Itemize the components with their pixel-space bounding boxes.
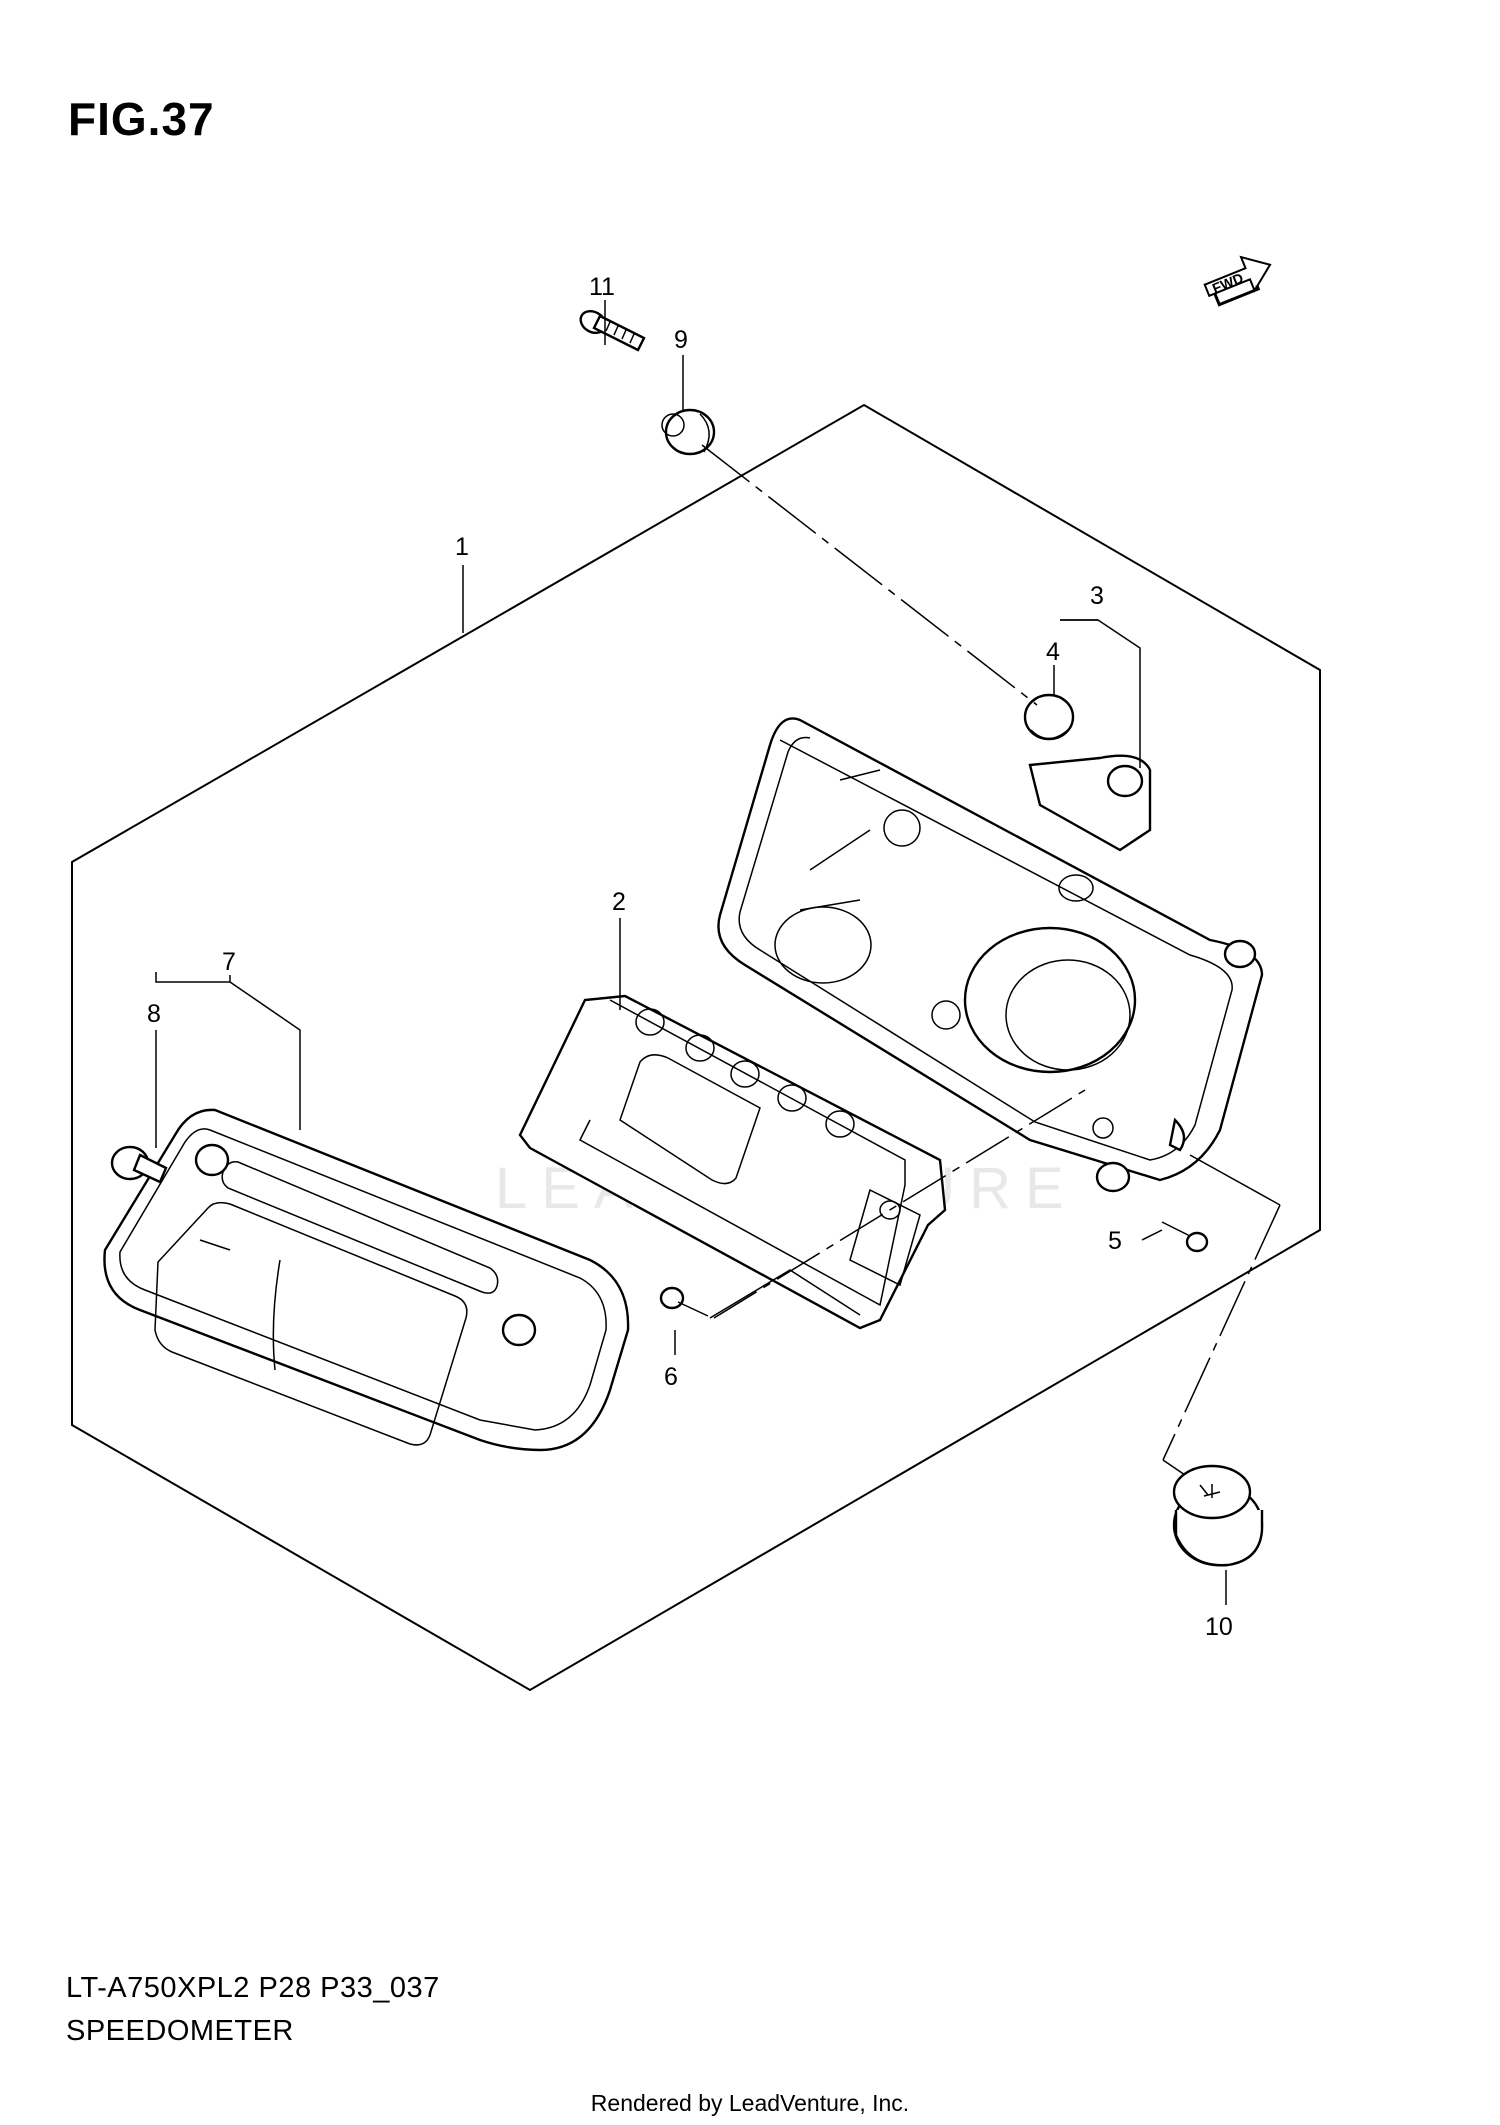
part-5-screw [1161,1221,1209,1253]
figure-name: SPEEDOMETER [66,2015,294,2047]
callout-11: 11 [589,273,615,301]
assembly-outline [71,403,1321,1692]
fwd-arrow-icon: FWD [1203,255,1272,307]
callout-6: 6 [664,1363,678,1391]
callout-7: 7 [222,948,236,976]
callout-numbers: 11 9 1 3 4 2 7 8 5 6 10 [147,273,1233,1641]
part-10-socket [1172,1464,1264,1567]
callout-4: 4 [1046,638,1060,666]
callout-9: 9 [674,326,688,354]
part-2-meter-board [518,994,947,1330]
callout-10: 10 [1205,1613,1233,1641]
leader-lines [155,300,1281,1605]
part-3-upper-case [717,717,1264,1193]
callout-1: 1 [455,533,469,561]
fwd-label: FWD [1210,270,1246,297]
part-11-screw [579,309,646,352]
part-8-screw [110,1145,168,1184]
callout-2: 2 [612,888,626,916]
part-7-lens-cover [103,1108,630,1452]
part-9-grommet [661,408,716,456]
callout-8: 8 [147,1000,161,1028]
figure-title: FIG.37 [68,93,215,145]
rendered-by-credit: Rendered by LeadVenture, Inc. [590,2090,910,2116]
model-code: LT-A750XPL2 P28 P33_037 [66,1972,440,2004]
callout-3: 3 [1090,582,1104,610]
callout-5: 5 [1108,1227,1122,1255]
part-6-screw [659,1286,709,1317]
part-4-damper [1023,693,1075,741]
